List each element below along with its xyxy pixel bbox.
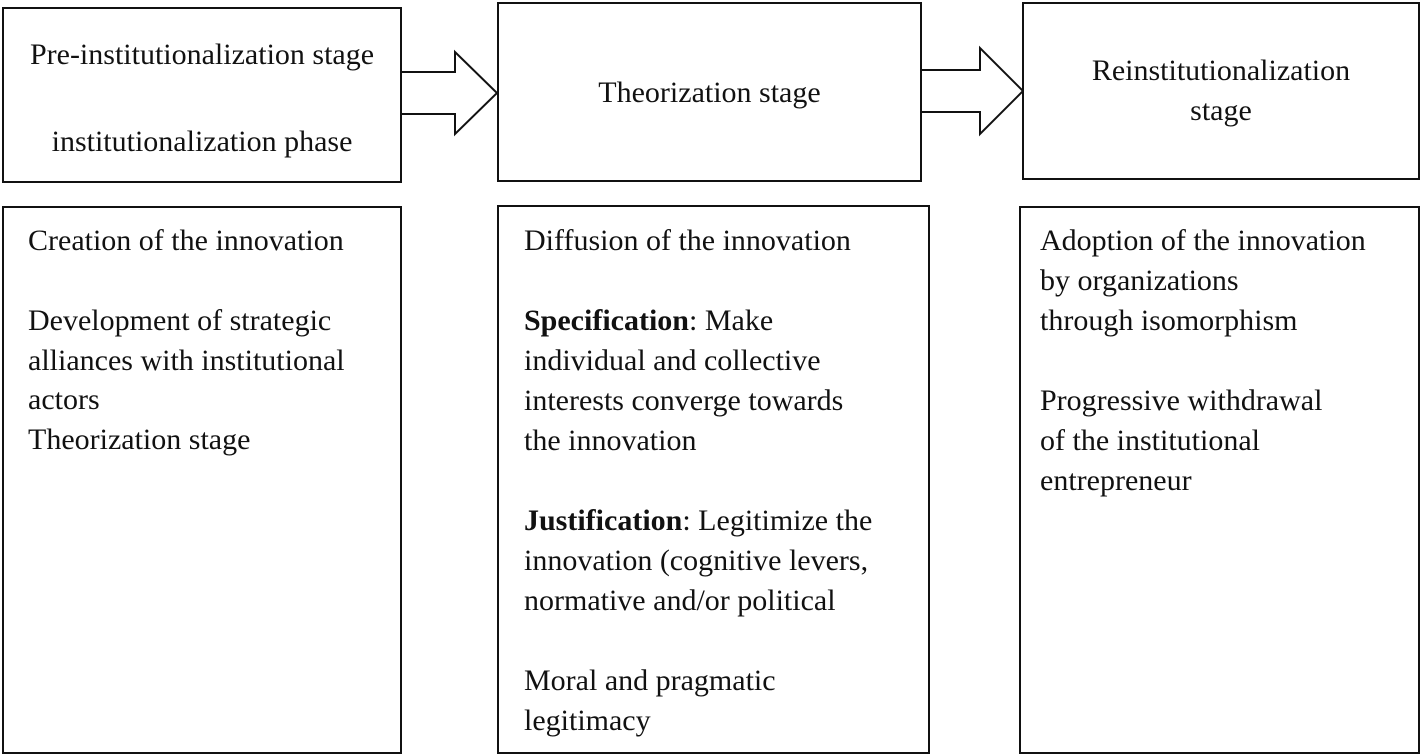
detail-item: Creation of the innovation [28, 224, 344, 257]
detail-item: Adoption of the innovation [1040, 224, 1366, 257]
detail-item: innovation (cognitive levers, [524, 544, 869, 577]
detail-item: alliances with institutional [28, 344, 345, 377]
detail-item: Diffusion of the innovation [524, 224, 851, 257]
specification-line: Specification: Make [524, 301, 773, 341]
stage-title: Pre-institutionalization stage [29, 38, 375, 71]
arrow-right-icon [401, 49, 499, 137]
stage-title: Theorization stage [598, 76, 821, 109]
detail-item: individual and collective [524, 344, 821, 377]
stage-subtitle: institutionalization phase [51, 125, 353, 158]
specification-text: : Make [689, 304, 774, 337]
detail-item: interests converge towards [524, 384, 844, 417]
stage-box-theorization: Theorization stage [497, 2, 922, 182]
specification-term: Specification [524, 304, 689, 337]
detail-item: Theorization stage [28, 423, 251, 456]
detail-item: legitimacy [524, 704, 651, 737]
justification-term: Justification [524, 504, 683, 537]
detail-box-theorization: Diffusion of the innovation Specificatio… [497, 205, 930, 754]
detail-item: Development of strategic [28, 304, 332, 337]
stage-box-pre-institutionalization: Pre-institutionalization stage instituti… [2, 7, 402, 183]
detail-item: entrepreneur [1040, 464, 1192, 497]
detail-item: the innovation [524, 424, 697, 457]
detail-item: normative and/or political [524, 584, 836, 617]
detail-item: by organizations [1040, 264, 1239, 297]
detail-box-reinstitutionalization: Adoption of the innovation by organizati… [1019, 206, 1420, 754]
stage-title: Reinstitutionalization [1091, 54, 1351, 87]
detail-box-pre-institutionalization: Creation of the innovation Development o… [2, 206, 402, 754]
detail-item: Progressive withdrawal [1040, 384, 1323, 417]
detail-item: of the institutional [1040, 424, 1260, 457]
justification-line: Justification: Legitimize the [524, 501, 872, 541]
detail-item: through isomorphism [1040, 304, 1298, 337]
detail-item: Moral and pragmatic [524, 664, 776, 697]
detail-item: actors [28, 383, 100, 416]
stage-box-reinstitutionalization: Reinstitutionalization stage [1022, 2, 1420, 180]
justification-text: : Legitimize the [682, 504, 873, 537]
arrow-right-icon [921, 45, 1025, 137]
stage-subtitle: stage [1190, 94, 1252, 127]
